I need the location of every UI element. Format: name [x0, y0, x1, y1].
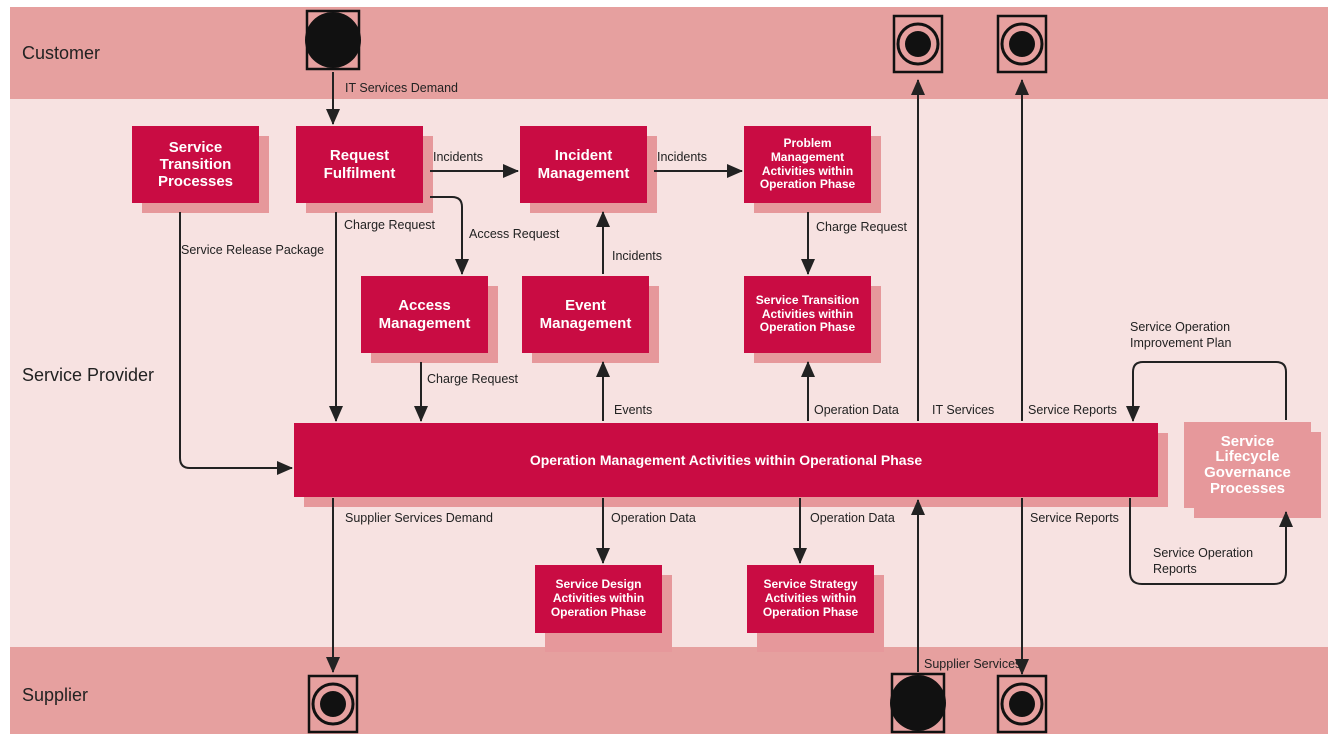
process-problem-management: Problem Management Activities within Ope… — [744, 126, 871, 203]
label-charge-request-rf: Charge Request — [344, 218, 436, 232]
label-it-services-demand: IT Services Demand — [345, 81, 459, 95]
process-access-management: Access Management — [361, 276, 488, 353]
process-service-transition-activities: Service Transition Activities within Ope… — [744, 276, 871, 353]
label-events: Events — [614, 403, 653, 417]
label-operation-data-up: Operation Data — [814, 403, 899, 417]
label-it-services: IT Services — [932, 403, 995, 417]
label-service-reports-down: Service Reports — [1030, 511, 1119, 525]
flow-service-release-package — [179, 212, 293, 475]
label-incidents-rf: Incidents — [433, 150, 484, 164]
process-service-design-activities: Service Design Activities within Operati… — [535, 565, 662, 633]
lane-label-customer: Customer — [22, 43, 101, 63]
label-supplier-services-demand: Supplier Services Demand — [345, 511, 493, 525]
process-service-transition: Service Transition Processes — [132, 126, 259, 203]
end-node-icon — [892, 14, 944, 74]
label-service-release-package: Service Release Package — [181, 243, 325, 257]
flow-improvement-plan — [1126, 361, 1287, 422]
lane-label-supplier: Supplier — [22, 685, 89, 705]
process-service-strategy-activities: Service Strategy Activities within Opera… — [747, 565, 874, 633]
lane-customer — [10, 7, 1328, 99]
lane-supplier — [10, 647, 1328, 734]
process-request-fulfilment: Request Fulfilment — [296, 126, 423, 203]
label-incidents-em: Incidents — [612, 249, 663, 263]
label-service-operation-reports: Service Operation Reports — [1153, 546, 1254, 576]
label-operation-data-design: Operation Data — [611, 511, 696, 525]
process-service-lifecycle-governance: Service Lifecycle Governance Processes — [1184, 422, 1311, 508]
label-supplier-services: Supplier Services — [924, 657, 1022, 671]
flow-service-operation-reports — [1129, 498, 1293, 585]
lane-label-service-provider: Service Provider — [22, 365, 155, 385]
label-access-request: Access Request — [469, 227, 560, 241]
end-node-icon — [996, 14, 1048, 74]
label-service-reports-up: Service Reports — [1028, 403, 1117, 417]
label-operation-data-strategy: Operation Data — [810, 511, 895, 525]
process-operation-management: Operation Management Activities within O… — [294, 423, 1158, 497]
flow-access-request — [430, 196, 469, 275]
end-node-icon — [307, 674, 359, 734]
end-node-icon — [996, 674, 1048, 734]
process-incident-management: Incident Management — [520, 126, 647, 203]
start-node-icon — [305, 9, 361, 71]
process-event-management: Event Management — [522, 276, 649, 353]
label-charge-request-am: Charge Request — [427, 372, 519, 386]
label-improvement-plan: Service Operation Improvement Plan — [1130, 320, 1232, 350]
label-incidents-im: Incidents — [657, 150, 708, 164]
start-node-icon — [890, 672, 946, 734]
label-charge-request-pm: Charge Request — [816, 220, 908, 234]
